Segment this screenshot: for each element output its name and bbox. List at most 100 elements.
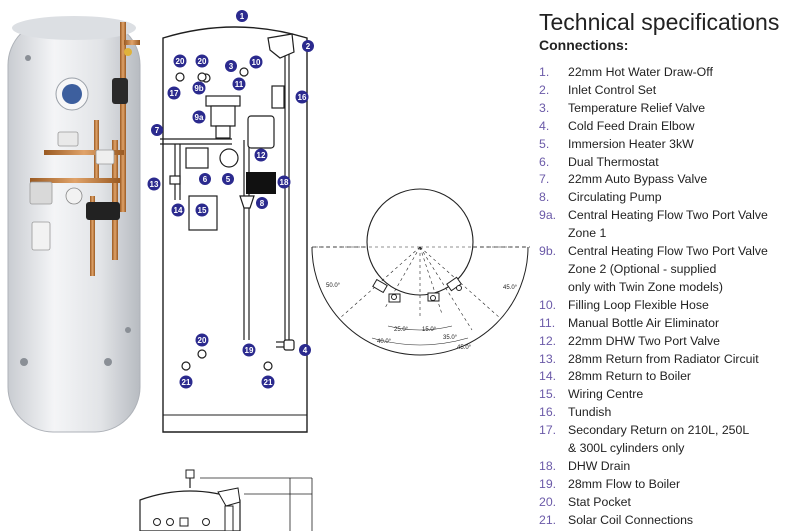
- cylinder-schematic-small: [139, 469, 313, 531]
- callout-label: 9b: [194, 84, 203, 93]
- connection-label-line: DHW Drain: [568, 458, 631, 473]
- callout-badge: 9a: [192, 110, 206, 124]
- callout-circle: [167, 86, 181, 100]
- connection-number: 9b.: [539, 244, 557, 259]
- connection-label-line: & 300L cylinders only: [568, 441, 685, 456]
- callout-label: 15: [198, 206, 207, 215]
- callout-circle: [295, 90, 309, 104]
- callout-badge: 21: [179, 375, 193, 389]
- callout-circle: [199, 173, 211, 185]
- connection-label: Cold Feed Drain Elbow: [568, 118, 797, 136]
- connection-label-line: 28mm Return from Radiator Circuit: [568, 351, 759, 366]
- callout-badge: 17: [167, 86, 181, 100]
- callout-badge: 20: [195, 333, 209, 347]
- callout-badge: 14: [171, 203, 185, 217]
- callout-badge: 1: [236, 10, 248, 22]
- callout-label: 10: [252, 58, 261, 67]
- connection-item: 17.Secondary Return on 210L, 250L& 300L …: [539, 422, 797, 458]
- connection-number: 4.: [539, 118, 550, 133]
- angle-label: 25.0°: [394, 327, 409, 333]
- connection-label-line: Temperature Relief Valve: [568, 100, 706, 115]
- connection-item: 6.Dual Thermostat: [539, 154, 797, 172]
- section-subtitle: Connections:: [539, 37, 629, 53]
- connection-item: 11.Manual Bottle Air Eliminator: [539, 315, 797, 333]
- callout-label: 20: [198, 336, 207, 345]
- cylinder-photo: [7, 16, 141, 433]
- connection-label: Stat Pocket: [568, 494, 797, 512]
- callout-badge: 10: [249, 55, 263, 69]
- callout-label: 21: [182, 378, 191, 387]
- connection-item: 10.Filling Loop Flexible Hose: [539, 297, 797, 315]
- angle-label: 50.0°: [326, 283, 341, 289]
- connection-label-line: Zone 1: [568, 226, 607, 241]
- connection-label: Tundish: [568, 404, 797, 422]
- callout-label: 19: [245, 346, 254, 355]
- callout-label: 16: [298, 93, 307, 102]
- callout-badge: 4: [299, 344, 311, 356]
- connection-label-line: Cold Feed Drain Elbow: [568, 118, 695, 133]
- connection-label-line: Stat Pocket: [568, 494, 631, 509]
- callout-label: 18: [280, 178, 289, 187]
- connection-label: 28mm Return from Radiator Circuit: [568, 351, 797, 369]
- connection-label: Dual Thermostat: [568, 154, 797, 172]
- callout-badge: 11: [232, 77, 246, 91]
- callout-badge: 9b: [192, 81, 206, 95]
- connection-label-line: Tundish: [568, 405, 612, 420]
- connection-label-line: 28mm Return to Boiler: [568, 369, 692, 384]
- connection-number: 10.: [539, 297, 557, 312]
- callout-label: 9a: [195, 113, 204, 122]
- callout-circle: [254, 148, 268, 162]
- callout-circle: [302, 40, 314, 52]
- connection-number: 17.: [539, 423, 557, 438]
- connection-item: 1.22mm Hot Water Draw-Off: [539, 64, 797, 82]
- callout-circle: [173, 54, 187, 68]
- callout-badge: 16: [295, 90, 309, 104]
- connection-item: 2.Inlet Control Set: [539, 82, 797, 100]
- spec-panel: Technical specifications Connections: 1.…: [539, 8, 797, 530]
- callout-label: 2: [306, 42, 311, 51]
- connection-label: DHW Drain: [568, 458, 797, 476]
- connection-label-line: Circulating Pump: [568, 190, 662, 205]
- callout-badge: 20: [195, 54, 209, 68]
- connection-number: 16.: [539, 405, 557, 420]
- callout-circle: [277, 175, 291, 189]
- connection-number: 2.: [539, 82, 550, 97]
- callout-label: 21: [264, 378, 273, 387]
- callout-circle: [192, 110, 206, 124]
- connection-item: 20. Stat Pocket: [539, 494, 797, 512]
- callout-circle: [195, 54, 209, 68]
- connection-number: 14.: [539, 369, 557, 384]
- connection-label: Circulating Pump: [568, 189, 797, 207]
- connection-label: Wiring Centre: [568, 386, 797, 404]
- connection-label-line: 22mm Auto Bypass Valve: [568, 172, 708, 187]
- connection-label-line: Wiring Centre: [568, 387, 644, 402]
- connection-item: 8.Circulating Pump: [539, 189, 797, 207]
- callout-circle: [225, 60, 237, 72]
- callout-circle: [195, 333, 209, 347]
- connection-number: 3.: [539, 100, 550, 115]
- connection-label-line: Dual Thermostat: [568, 154, 659, 169]
- connection-item: 12.22mm DHW Two Port Valve: [539, 333, 797, 351]
- connection-label: 28mm Return to Boiler: [568, 368, 797, 386]
- connection-number: 11.: [539, 315, 556, 330]
- connection-label: 22mm Hot Water Draw-Off: [568, 64, 797, 82]
- connection-item: 14. 28mm Return to Boiler: [539, 368, 797, 386]
- connection-label-line: 28mm Flow to Boiler: [568, 476, 681, 491]
- connection-number: 20.: [539, 494, 557, 509]
- connection-label-line: Central Heating Flow Two Port Valve: [568, 208, 768, 223]
- callout-circle: [249, 55, 263, 69]
- connection-number: 12.: [539, 333, 557, 348]
- callout-badge: 18: [277, 175, 291, 189]
- callout-circle: [195, 203, 209, 217]
- callout-badge: 15: [195, 203, 209, 217]
- connection-item: 18.DHW Drain: [539, 458, 797, 476]
- connection-number: 15.: [539, 387, 557, 402]
- callout-label: 4: [303, 346, 308, 355]
- callout-badge: 6: [199, 173, 211, 185]
- connection-item: 7.22mm Auto Bypass Valve: [539, 171, 797, 189]
- connection-label-line: 22mm Hot Water Draw-Off: [568, 65, 713, 79]
- callout-badge: 12: [254, 148, 268, 162]
